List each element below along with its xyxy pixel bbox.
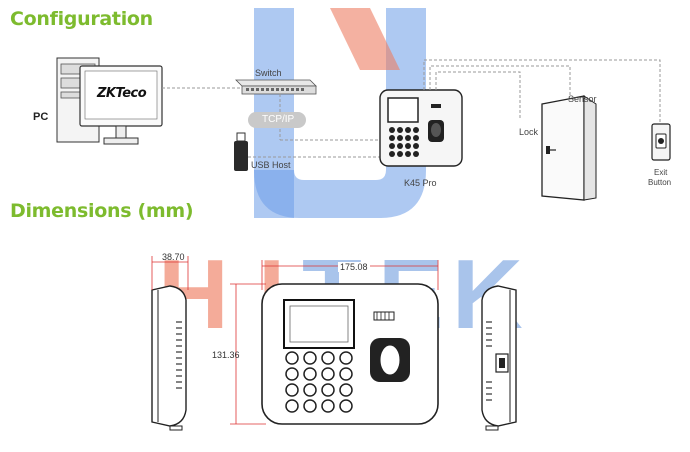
side-view-right (481, 285, 517, 431)
height-dimension: 131.36 (212, 350, 240, 360)
door-icon (541, 95, 597, 201)
switch-icon (235, 79, 317, 95)
sensor-label: Sensor (568, 94, 597, 104)
usb-host-label: USB Host (251, 160, 291, 170)
front-view (261, 283, 439, 425)
monitor-logo: ZKTeco (97, 86, 147, 101)
switch-label: Switch (255, 68, 282, 78)
depth-dimension: 38.70 (162, 252, 185, 262)
k45-pro-label: K45 Pro (404, 178, 437, 188)
tcpip-label: TCP/IP (262, 114, 295, 125)
monitor-icon (79, 65, 163, 145)
tcpip-badge (248, 112, 306, 128)
side-view-left (151, 285, 187, 431)
dimensions-heading: Dimensions (mm) (10, 200, 194, 222)
button-label: Button (648, 178, 672, 187)
exit-button-icon (651, 123, 671, 161)
lock-label: Lock (519, 127, 539, 137)
width-dimension: 175.08 (338, 262, 370, 272)
k45-device-icon (379, 89, 463, 167)
exit-label: Exit (654, 168, 668, 177)
usb-stick-icon (234, 132, 248, 171)
configuration-heading: Configuration (10, 8, 153, 30)
pc-label: PC (33, 111, 49, 123)
